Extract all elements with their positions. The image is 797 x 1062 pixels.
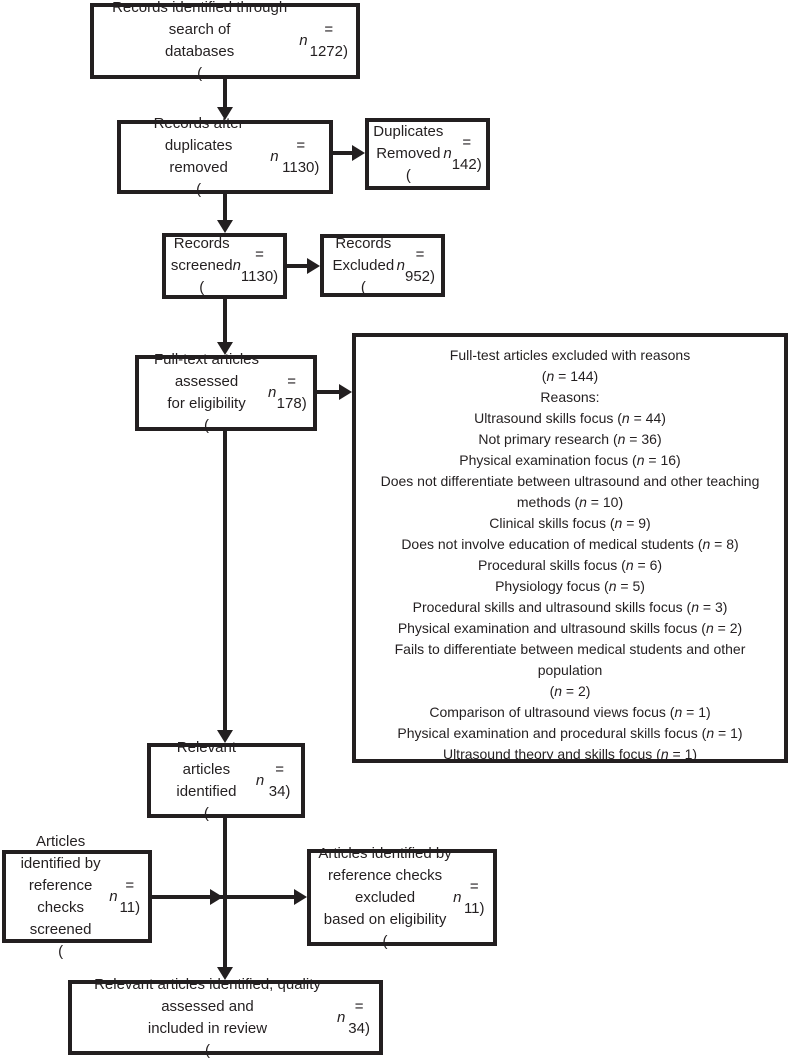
arrowhead-down-icon (217, 967, 233, 980)
excluded-reasons-label: Reasons: (540, 389, 600, 405)
arrowhead-right-icon (352, 145, 365, 161)
box-reference-checks-screened: Articles identified by reference checks … (2, 833, 152, 960)
arrowhead-down-icon (217, 107, 233, 120)
box-fulltext-excluded-reasons: Full-test articles excluded with reasons… (352, 333, 788, 763)
arrow-line-fulltext-to-relevant (223, 431, 227, 731)
box-records-identified: Records identified through search of dat… (90, 0, 360, 82)
arrowhead-down-icon (217, 220, 233, 233)
excluded-reasons-list: Ultrasound skills focus (n = 44) Not pri… (380, 410, 760, 762)
box-final-included: Relevant articles identified, quality as… (68, 976, 383, 1059)
arrow-line-reference-checks (152, 895, 295, 899)
arrowhead-right-icon (307, 258, 320, 274)
excluded-reasons-title: Full-test articles excluded with reasons… (449, 347, 691, 384)
box-reference-checks-excluded: Articles identified by reference checks … (307, 845, 497, 950)
box-records-excluded: Records Excluded (n = 952) (320, 234, 445, 297)
arrow-line-relevant-to-final (223, 818, 227, 968)
arrowhead-right-icon (339, 384, 352, 400)
box-duplicates-removed: Duplicates Removed (n = 142) (365, 118, 490, 190)
arrowhead-down-icon (217, 730, 233, 743)
arrowhead-right-icon (210, 889, 223, 905)
arrowhead-right-icon (294, 889, 307, 905)
arrow-line-identified-to-deduplicated (223, 79, 227, 108)
arrow-line-to-excluded-reasons (317, 390, 340, 394)
arrow-line-to-duplicates-removed (333, 151, 353, 155)
box-records-screened: Records screened (n = 1130) (162, 233, 287, 299)
box-records-after-duplicates: Records after duplicates removed (n = 11… (117, 115, 333, 198)
arrowhead-down-icon (217, 342, 233, 355)
arrow-line-deduplicated-to-screened (223, 194, 227, 221)
arrow-line-screened-to-fulltext (223, 299, 227, 343)
box-relevant-identified: Relevant articles identified (n = 34) (147, 739, 305, 822)
box-fulltext-assessed: Full-text articles assessed for eligibil… (135, 351, 317, 434)
arrow-line-to-records-excluded (287, 264, 308, 268)
